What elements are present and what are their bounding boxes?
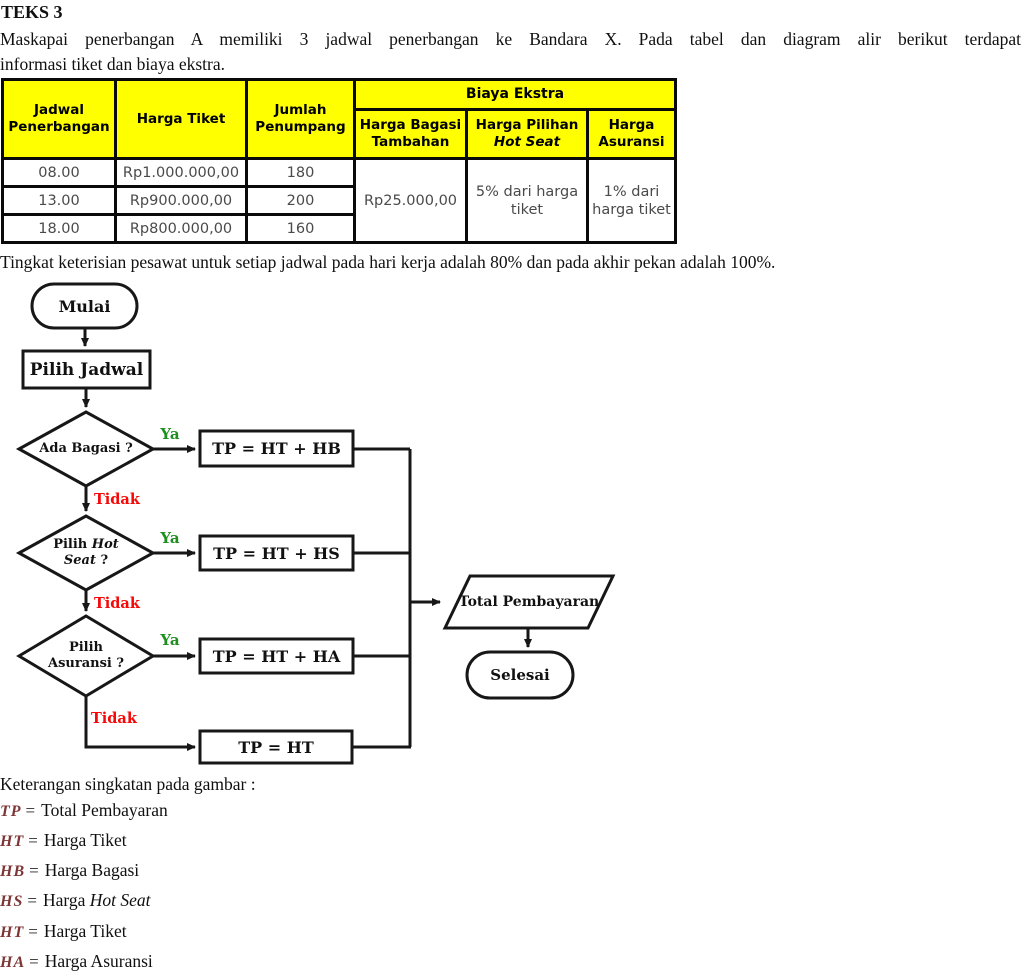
decision2-shape — [15, 514, 157, 592]
cell-harga: Rp900.000,00 — [114, 185, 248, 216]
formula4-shape — [198, 729, 354, 765]
legend-abbr: TP — [0, 803, 22, 820]
legend-abbr: HT — [0, 924, 25, 941]
flow-output-total-pembayaran: Total Pembayaran — [458, 594, 600, 610]
equals-sign: = — [29, 861, 39, 880]
legend-item: TP= Total Pembayaran — [0, 800, 168, 826]
process-shape — [21, 349, 152, 390]
flow-formula-asuransi: TP = HT + HA — [212, 646, 341, 666]
decision1-shape — [15, 410, 157, 488]
legend-abbr: HB — [0, 863, 26, 880]
cell-jadwal: 13.00 — [1, 185, 117, 216]
occupancy-note: Tingkat keterisian pesawat untuk setiap … — [0, 252, 776, 272]
legend-heading: Keterangan singkatan pada gambar : — [0, 774, 256, 794]
no-branch-label: Tidak — [94, 595, 140, 612]
legend-abbr: HA — [0, 954, 26, 971]
legend-label-italic: Hot Seat — [89, 890, 151, 910]
col-header-biaya-ekstra: Biaya Ekstra — [353, 78, 677, 111]
no-branch-label: Tidak — [91, 710, 137, 727]
equals-sign: = — [25, 801, 36, 820]
cell-harga: Rp1.000.000,00 — [114, 157, 248, 188]
cell-jadwal: 08.00 — [1, 157, 117, 188]
cell-hot-seat-merged: 5% dari harga tiket — [465, 157, 589, 244]
cell-asuransi-merged: 1% dari harga tiket — [586, 157, 677, 244]
page-title: TEKS 3 — [1, 2, 63, 22]
table-row: 18.00 Rp800.000,00 160 — [1, 213, 676, 244]
intro-paragraph-line2: informasi tiket dan biaya ekstra. — [0, 54, 225, 74]
flow-formula-bagasi: TP = HT + HB — [212, 439, 341, 458]
legend-label: Harga — [42, 890, 90, 910]
flowchart: Mulai Pilih Jadwal Ada Bagasi ? Pilih Ho… — [0, 281, 700, 776]
equals-sign: = — [29, 952, 39, 971]
intro-paragraph: Maskapai penerbangan A memiliki 3 jadwal… — [0, 27, 1021, 77]
flow-decision-asuransi: Pilih Asuransi ? — [48, 640, 124, 671]
col-header-asuransi: Harga Asuransi — [586, 108, 677, 160]
intro-paragraph-line1: Maskapai penerbangan A memiliki 3 jadwal… — [0, 29, 1021, 49]
equals-sign: = — [28, 831, 38, 850]
legend-item: HA= Harga Asuransi — [0, 951, 153, 977]
legend-label: Total Pembayaran — [41, 800, 168, 820]
formula2-shape — [198, 534, 355, 572]
cell-harga: Rp800.000,00 — [114, 213, 248, 244]
flow-decision-hot-seat: Pilih Hot Seat ? — [53, 537, 119, 568]
yes-branch-label: Ya — [160, 425, 180, 443]
end-terminator-shape — [465, 650, 575, 700]
legend-abbr: HS — [0, 893, 24, 910]
flowchart-shapes — [15, 282, 616, 765]
output-parallelogram-shape — [442, 574, 616, 630]
hot-seat-italic: Hot Seat — [493, 134, 561, 150]
legend-abbr: HT — [0, 833, 25, 850]
cell-jadwal: 18.00 — [1, 213, 117, 244]
cell-jumlah: 160 — [245, 213, 356, 244]
legend-label: Harga Tiket — [43, 830, 127, 850]
col-header-jadwal: Jadwal Penerbangan — [1, 78, 117, 160]
legend-label: Harga Tiket — [43, 921, 127, 941]
legend-item: HT= Harga Tiket — [0, 830, 127, 856]
legend-item: HB= Harga Bagasi — [0, 860, 139, 886]
cell-jumlah: 200 — [245, 185, 356, 216]
col-header-bagasi: Harga Bagasi Tambahan — [353, 108, 468, 160]
table-row: 08.00 Rp1.000.000,00 180 Rp25.000,00 5% … — [1, 157, 677, 244]
legend-label: Harga Asuransi — [44, 951, 153, 971]
legend-item: HS= Harga Hot Seat — [0, 890, 151, 916]
decision3-shape — [16, 614, 156, 698]
formula3-shape — [198, 637, 355, 675]
cell-jumlah: 180 — [245, 157, 356, 188]
cell-bagasi-merged: Rp25.000,00 — [353, 157, 468, 244]
no-branch-label: Tidak — [94, 491, 140, 508]
equals-sign: = — [28, 922, 38, 941]
col-header-jumlah: Jumlah Penumpang — [245, 78, 356, 160]
ticket-info-table: Jadwal Penerbangan Harga Tiket Jumlah Pe… — [1, 78, 677, 244]
table-row: 13.00 Rp900.000,00 200 — [1, 185, 676, 216]
flow-formula-default: TP = HT — [238, 737, 314, 757]
flow-decision-bagasi: Ada Bagasi ? — [39, 441, 133, 456]
equals-sign: = — [27, 891, 37, 910]
col-header-harga-tiket: Harga Tiket — [114, 78, 248, 160]
flow-end-label: Selesai — [490, 666, 550, 684]
formula1-shape — [198, 429, 355, 468]
flow-step-pilih-jadwal: Pilih Jadwal — [29, 359, 144, 380]
flow-start-label: Mulai — [58, 296, 111, 316]
legend-label: Harga Bagasi — [44, 860, 140, 880]
start-terminator-shape — [30, 282, 139, 330]
yes-branch-label: Ya — [160, 529, 180, 547]
yes-branch-label: Ya — [160, 631, 180, 649]
flow-formula-hotseat: TP = HT + HS — [213, 543, 340, 563]
legend-item: HT= Harga Tiket — [0, 921, 127, 947]
